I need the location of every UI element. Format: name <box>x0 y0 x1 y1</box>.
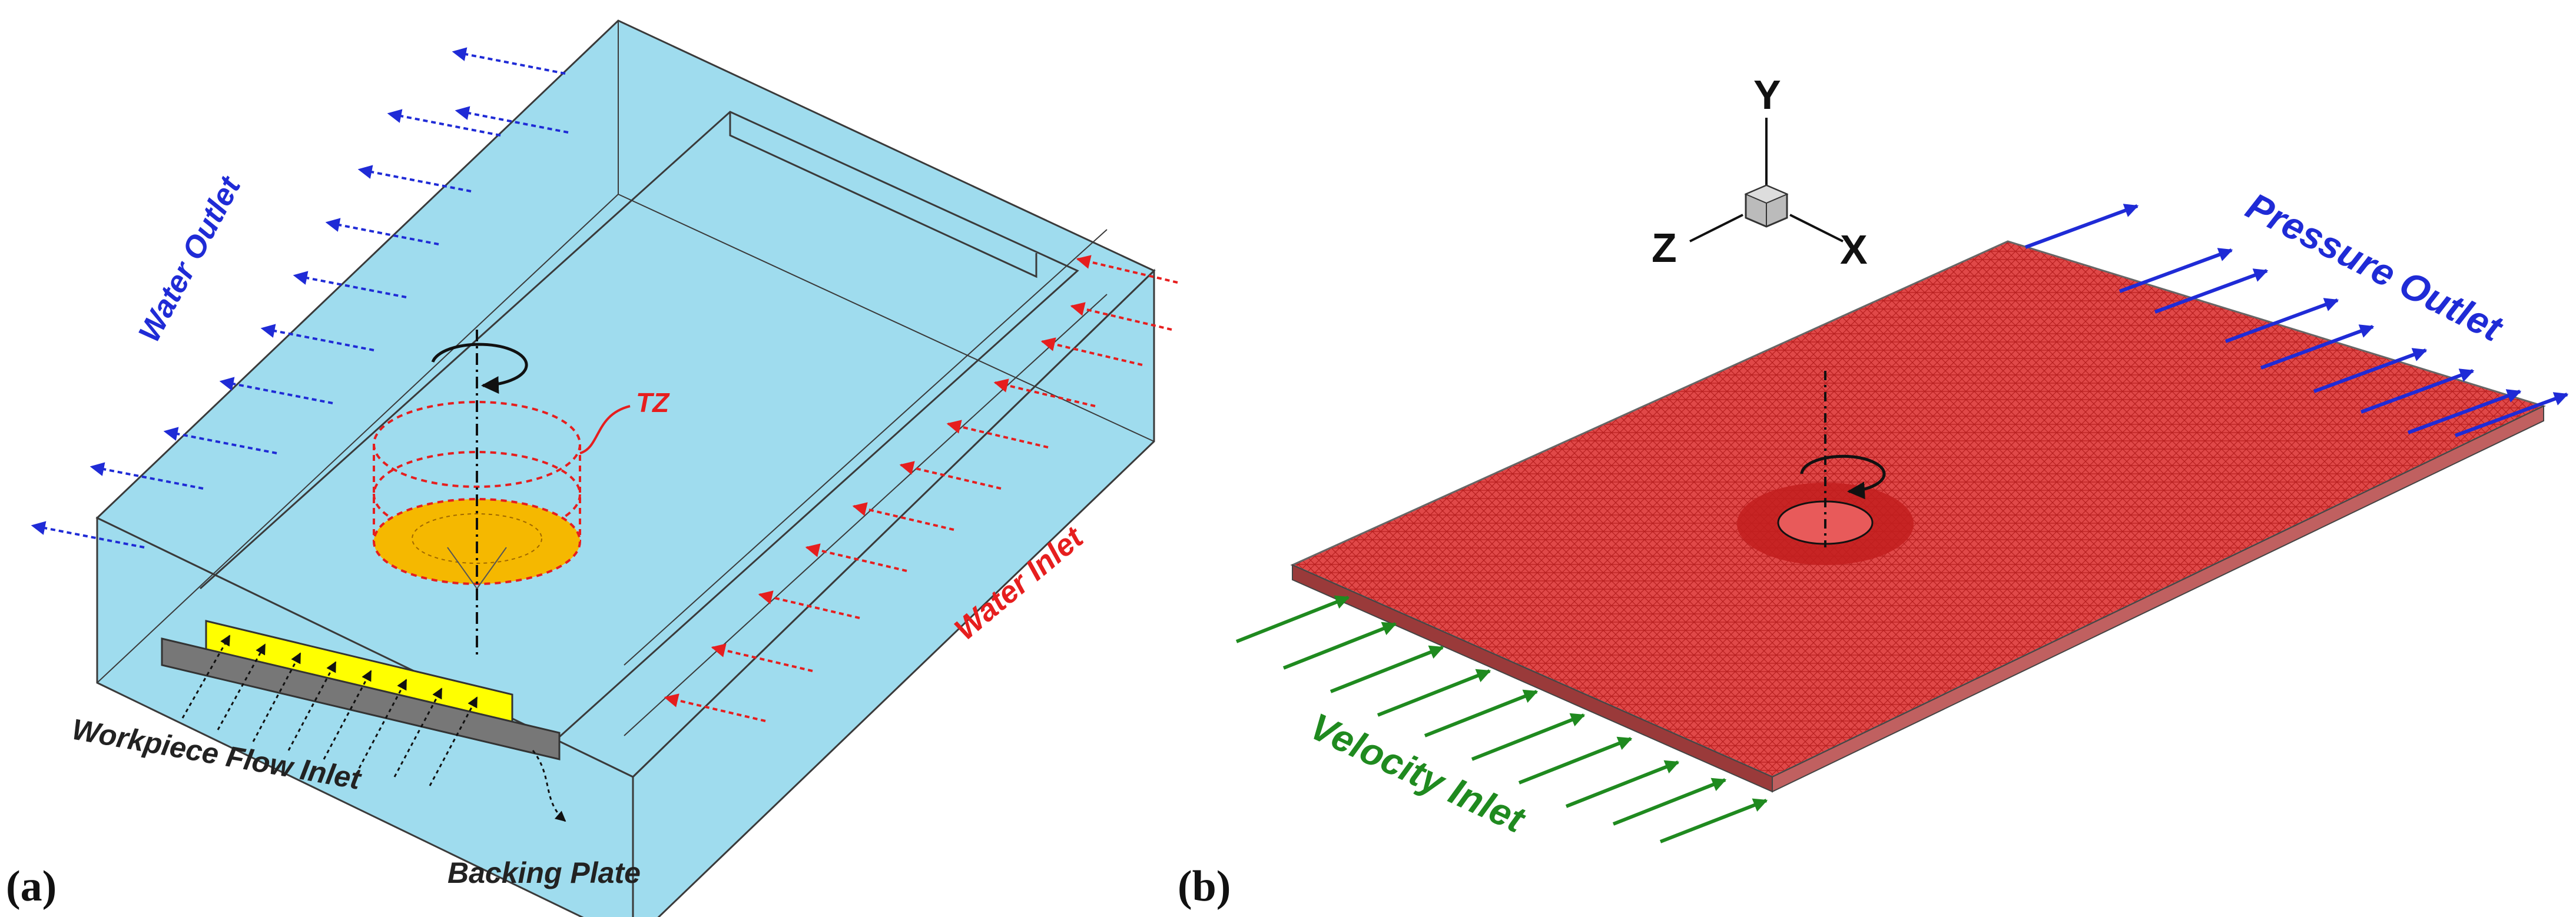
axis-x-label: X <box>1840 227 1868 273</box>
velocity-inlet-label: Velocity Inlet <box>1304 705 1533 841</box>
water-outlet-label: Water Outlet <box>132 170 248 348</box>
inner-groove-line <box>729 112 1037 278</box>
velocity-inlet-arrows <box>1235 595 1768 843</box>
backing-plate-label: Backing Plate <box>447 856 641 889</box>
tz-label: TZ <box>636 387 670 418</box>
inner-groove-line <box>199 111 1079 749</box>
panel-b-diagram: Y Z X Pressure Outlet <box>1178 72 2569 911</box>
axis-z-label: Z <box>1652 225 1677 271</box>
axis-triad: Y Z X <box>1652 72 1868 273</box>
panel-a-label: (a) <box>6 862 57 911</box>
panel-a-diagram: TZ Water Outlet <box>6 19 1178 917</box>
rotation-arrow-icon-b <box>1800 454 1886 500</box>
water-inlet-arrows <box>664 255 1178 722</box>
inner-edge-line <box>624 229 1108 666</box>
inner-edge-line <box>618 194 1155 442</box>
inner-edge-line <box>97 194 619 683</box>
pressure-outlet-arrows <box>2024 204 2569 437</box>
tz-leader <box>579 405 631 454</box>
panel-b-label: (b) <box>1178 862 1231 911</box>
tool-shoulder-inner <box>412 513 542 564</box>
workpiece-flow-arrows <box>181 634 478 786</box>
rotation-arrow-icon <box>431 343 528 394</box>
mesh-plate-right-edge <box>1772 405 2544 793</box>
axis-y-label: Y <box>1753 72 1781 118</box>
water-outlet-arrows <box>31 47 569 549</box>
